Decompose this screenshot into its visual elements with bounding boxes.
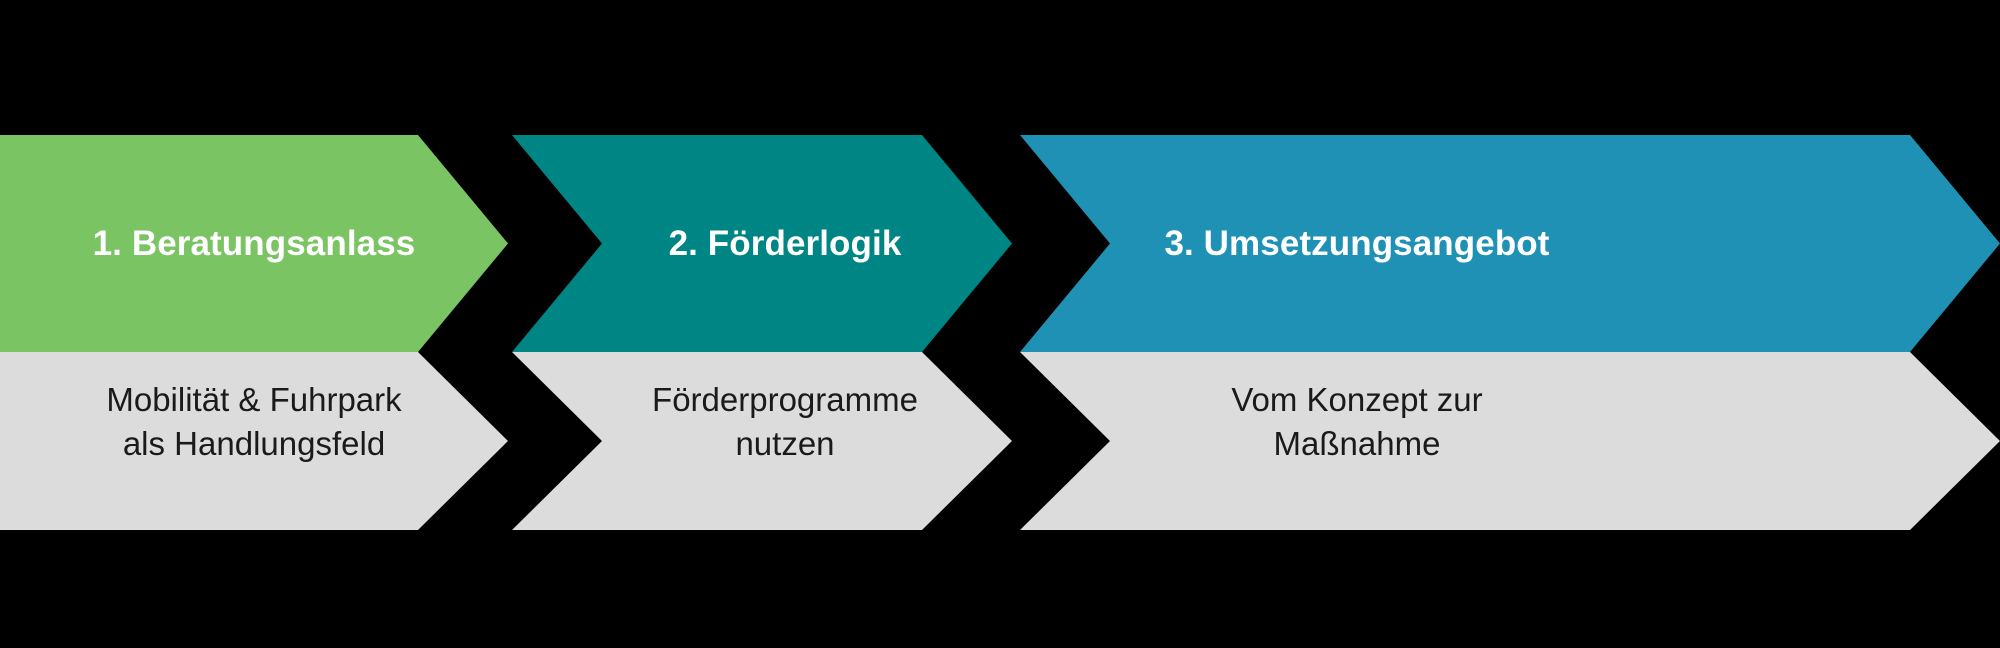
stage-2-body-chevron bbox=[512, 352, 1012, 530]
process-stage-2[interactable]: 2. Förderlogik Förderprogramme nutzen bbox=[512, 135, 1012, 530]
process-stage-3[interactable]: 3. Umsetzungsangebot Vom Konzept zur Maß… bbox=[1020, 135, 2000, 530]
stage-3-header-chevron bbox=[1020, 135, 2000, 352]
stage-1-body-chevron bbox=[0, 352, 508, 530]
stage-2-header-chevron bbox=[512, 135, 1012, 352]
stage-3-body-chevron bbox=[1020, 352, 2000, 530]
process-stage-1[interactable]: 1. Beratungsanlass Mobilität & Fuhrpark … bbox=[0, 135, 508, 530]
stage-1-header-chevron bbox=[0, 135, 508, 352]
